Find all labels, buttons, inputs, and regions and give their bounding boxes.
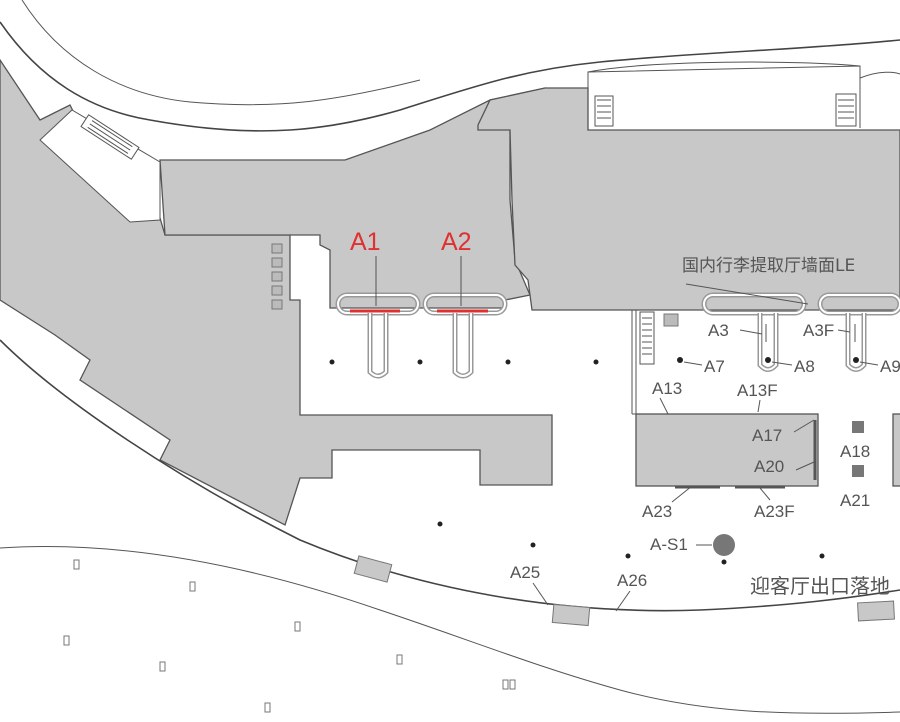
stand-label-a2: A2 [441,228,472,256]
road-boundary-top [0,21,900,132]
wayfinding-dots [329,359,825,565]
leader-a23 [671,485,693,503]
road-boundary-top-inner [21,0,421,106]
stand-label-a20: A20 [754,457,784,476]
leader-a23f [759,487,771,501]
right-building [477,87,900,311]
stand-label-a1: A1 [350,228,381,256]
stand-label-a3f: A3F [803,321,834,340]
stand-label-a21: A21 [840,491,870,510]
right-edge-block [892,413,900,487]
road-curve-lower [0,546,900,714]
stand-label-a18: A18 [840,442,870,461]
escalator-mid-steps [642,317,652,355]
leader-a13 [659,397,669,415]
central-building [159,87,546,309]
terminal-front-curve [0,339,900,612]
carousel-a1 [335,292,421,379]
left-wing-walkway [39,109,161,223]
point-a9 [853,357,859,363]
baggage-wall-led-label: 国内行李提取厅墙面LE [682,256,855,276]
stand-label-a17: A17 [752,426,782,445]
leader-a26 [615,590,631,612]
leader-a17 [793,419,815,433]
leader-a8 [771,361,793,366]
stair-north-2 [835,93,857,127]
escalator-left-steps [87,120,133,154]
gate-right [857,600,895,622]
stand-label-a23: A23 [642,502,672,521]
point-a7 [677,357,683,363]
stair-north-1-steps [597,99,611,119]
corridor-lines [631,310,818,415]
stand-label-a3: A3 [708,321,729,340]
carousel-a2 [422,292,508,379]
stand-label-a13f: A13F [737,381,778,400]
road-markers [63,559,516,713]
stand-label-a8: A8 [794,357,815,376]
leader-a3 [739,329,763,335]
stair-north-2-steps [838,99,854,119]
leader-a13f [757,399,761,413]
stand-label-a9: A9 [880,357,900,376]
stand-label-a25: A25 [510,563,540,582]
leader-a20 [795,461,815,471]
arrival-hall-block [635,413,819,487]
point-a21 [852,465,864,477]
leader-a7 [683,361,703,366]
escalator-mid [639,311,655,365]
stand-label-as1: A-S1 [650,535,688,554]
arrival-hall-exit-label: 迎客厅出口落地 [750,574,890,598]
point-a18 [852,421,864,433]
point-as1 [713,534,735,556]
leader-a25 [532,582,549,606]
point-a8 [765,357,771,363]
leader-led [685,283,809,305]
stand-label-a23f: A23F [754,502,795,521]
leader-a3f [837,329,851,333]
stand-label-a26: A26 [617,571,647,590]
stand-label-a13: A13 [652,379,682,398]
small-room [663,313,679,327]
leader-a9 [859,361,879,366]
gate-a26 [551,603,591,627]
stand-label-a7: A7 [704,357,725,376]
parking-arrows [271,243,283,310]
carousel-a3f [817,292,900,372]
gate-a25 [353,555,393,583]
